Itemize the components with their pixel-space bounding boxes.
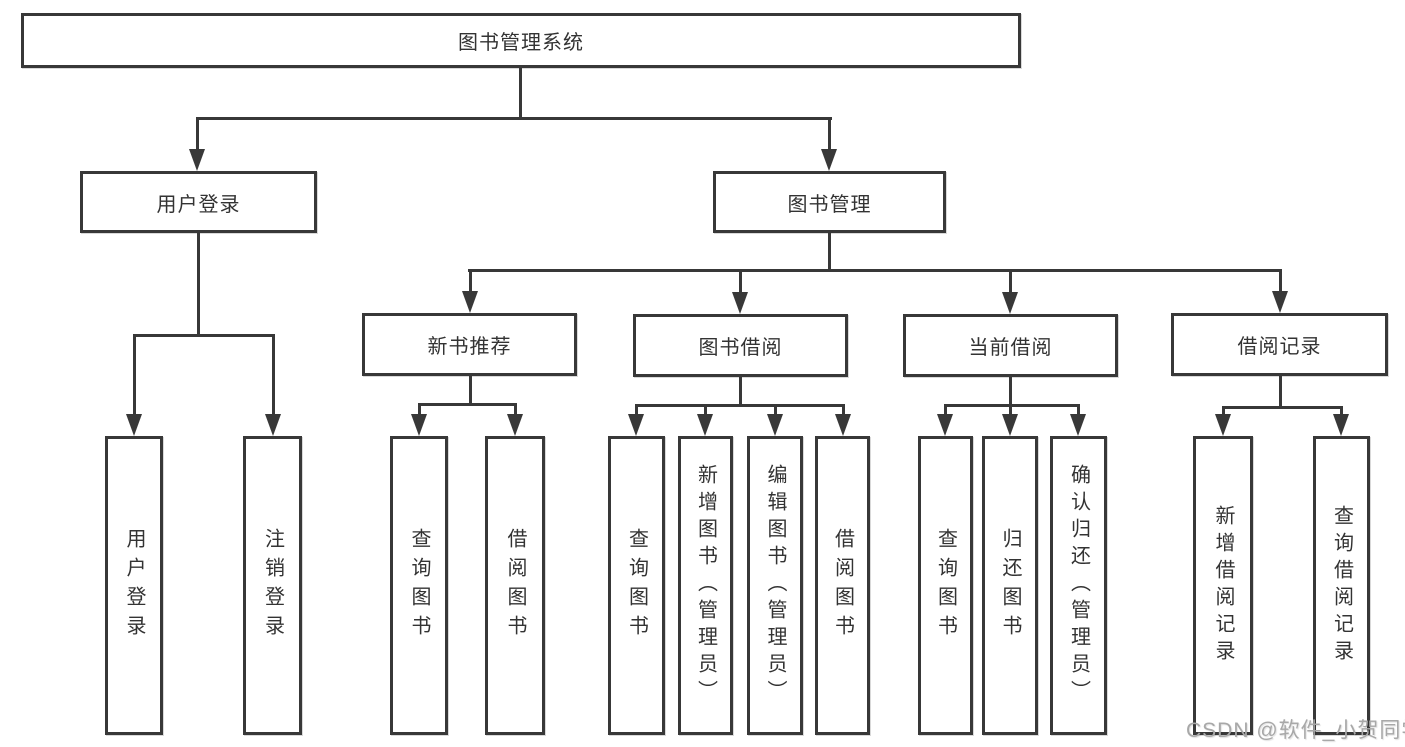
leaf-label: 注销登录: [261, 527, 284, 644]
connector-line: [196, 117, 832, 120]
arrow-down-icon: [1272, 291, 1288, 313]
arrow-down-icon: [937, 414, 953, 436]
connector-line: [519, 68, 522, 120]
connector-line: [1009, 377, 1012, 406]
connector-line: [842, 404, 845, 416]
connector-line: [133, 334, 136, 416]
node-current-borrowing: 当前借阅: [903, 314, 1118, 377]
leaf-label: 查询借阅记录: [1330, 504, 1353, 667]
connector-line: [704, 404, 707, 416]
leaf-label: 编辑图书（管理员）: [764, 464, 786, 707]
node-label: 图书借阅: [698, 337, 783, 359]
arrow-down-icon: [507, 414, 523, 436]
arrow-down-icon: [835, 414, 851, 436]
leaf-return-books: 归还图书: [982, 436, 1038, 735]
watermark: CSDN @软件_小贺同学: [1186, 719, 1405, 742]
connector-line: [468, 269, 1282, 272]
node-label: 新书推荐: [427, 336, 512, 358]
leaf-add-borrow-record: 新增借阅记录: [1193, 436, 1253, 735]
leaf-label: 查询图书: [408, 527, 430, 644]
connector-line: [1222, 406, 1343, 409]
connector-line: [133, 334, 275, 337]
connector-line: [1009, 269, 1012, 295]
leaf-query-books-recommend: 查询图书: [390, 436, 448, 735]
node-library-management-system: 图书管理系统: [21, 13, 1021, 68]
arrow-down-icon: [767, 414, 783, 436]
node-user-login: 用户登录: [80, 171, 317, 233]
leaf-label: 借阅图书: [504, 527, 526, 644]
connector-line: [469, 269, 472, 295]
leaf-borrow-books-borrowing: 借阅图书: [815, 436, 870, 735]
connector-line: [1340, 406, 1343, 416]
arrow-down-icon: [821, 149, 837, 171]
connector-line: [739, 269, 742, 295]
node-label: 借阅记录: [1237, 336, 1322, 358]
leaf-query-books-borrowing: 查询图书: [608, 436, 665, 735]
node-label: 当前借阅: [968, 337, 1053, 359]
node-label: 图书管理系统: [458, 32, 584, 54]
leaf-label: 新增借阅记录: [1212, 504, 1234, 667]
connector-line: [418, 403, 421, 416]
node-book-management: 图书管理: [713, 171, 946, 233]
connector-line: [944, 404, 947, 416]
leaf-logout: 注销登录: [243, 436, 302, 735]
node-label: 图书管理: [787, 193, 872, 216]
leaf-add-books-admin: 新增图书（管理员）: [678, 436, 733, 735]
connector-line: [739, 377, 742, 407]
leaf-label: 查询图书: [625, 527, 648, 644]
leaf-query-books-current: 查询图书: [918, 436, 973, 735]
leaf-label: 借阅图书: [831, 527, 854, 644]
connector-line: [469, 376, 472, 406]
leaf-label: 确认归还（管理员）: [1067, 464, 1090, 707]
connector-line: [774, 404, 777, 416]
connector-line: [272, 334, 275, 416]
leaf-edit-books-admin: 编辑图书（管理员）: [747, 436, 803, 735]
connector-line: [1077, 404, 1080, 416]
arrow-down-icon: [462, 291, 478, 313]
connector-line: [635, 404, 845, 407]
arrow-down-icon: [265, 414, 281, 436]
leaf-label: 用户登录: [123, 527, 145, 644]
connector-line: [635, 404, 638, 416]
node-new-book-recommend: 新书推荐: [362, 313, 577, 376]
leaf-label: 归还图书: [999, 527, 1021, 644]
node-book-borrowing: 图书借阅: [633, 314, 848, 377]
arrow-down-icon: [1002, 414, 1018, 436]
node-borrow-records: 借阅记录: [1171, 313, 1388, 376]
arrow-down-icon: [1070, 414, 1086, 436]
connector-line: [1222, 406, 1225, 416]
leaf-confirm-return-admin: 确认归还（管理员）: [1050, 436, 1107, 735]
connector-line: [196, 117, 199, 152]
arrow-down-icon: [126, 414, 142, 436]
connector-line: [1279, 376, 1282, 409]
leaf-query-borrow-record: 查询借阅记录: [1313, 436, 1370, 735]
arrow-down-icon: [189, 149, 205, 171]
arrow-down-icon: [697, 414, 713, 436]
leaf-user-login: 用户登录: [105, 436, 163, 735]
leaf-label: 新增图书（管理员）: [694, 464, 717, 707]
leaf-label: 查询图书: [934, 527, 957, 644]
connector-line: [197, 233, 200, 336]
arrow-down-icon: [1215, 414, 1231, 436]
connector-line: [1009, 404, 1012, 416]
connector-line: [514, 403, 517, 416]
arrow-down-icon: [411, 414, 427, 436]
leaf-borrow-books-recommend: 借阅图书: [485, 436, 545, 735]
arrow-down-icon: [1002, 292, 1018, 314]
node-label: 用户登录: [156, 193, 241, 216]
connector-line: [1279, 269, 1282, 295]
connector-line: [828, 117, 831, 152]
connector-line: [828, 233, 831, 272]
arrow-down-icon: [1333, 414, 1349, 436]
connector-line: [944, 404, 1080, 407]
connector-line: [418, 403, 517, 406]
arrow-down-icon: [628, 414, 644, 436]
arrow-down-icon: [732, 292, 748, 314]
